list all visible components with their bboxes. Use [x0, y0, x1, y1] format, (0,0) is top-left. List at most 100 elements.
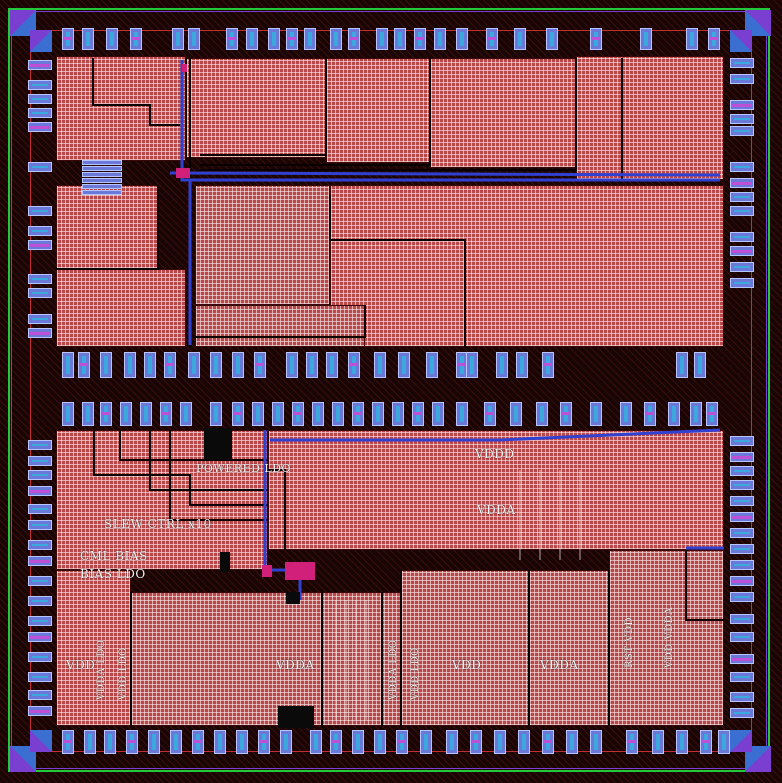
bond-pad: [254, 352, 266, 378]
bond-pad: [192, 730, 204, 754]
bond-pad: [28, 162, 52, 172]
bond-pad: [304, 28, 316, 50]
bond-pad: [62, 730, 74, 754]
label-vert-5: RST VDD: [624, 617, 635, 668]
bond-pad: [486, 28, 498, 50]
bond-pad: [730, 560, 754, 570]
bond-pad: [730, 278, 754, 288]
bond-pad: [28, 226, 52, 236]
bond-pad: [518, 730, 530, 754]
bond-pad: [730, 632, 754, 642]
bond-pad: [236, 730, 248, 754]
bond-pad: [226, 28, 238, 50]
bond-pad: [652, 730, 664, 754]
bond-pad: [28, 328, 52, 338]
bond-pad: [420, 730, 432, 754]
bond-pad: [172, 28, 184, 50]
label-vert-6: VDD VDDA: [664, 607, 675, 668]
bond-pad: [28, 520, 52, 530]
bond-pad: [730, 126, 754, 136]
bond-pad: [280, 730, 292, 754]
bond-pad: [28, 206, 52, 216]
bond-pad: [730, 672, 754, 682]
bond-pad: [170, 730, 182, 754]
bond-pad: [210, 352, 222, 378]
bond-pad: [100, 402, 112, 426]
bond-pad: [130, 28, 142, 50]
bond-pad: [28, 456, 52, 466]
bond-pad: [398, 352, 410, 378]
bond-pad: [514, 28, 526, 50]
bond-pad: [232, 352, 244, 378]
core-block-center: [195, 185, 330, 305]
bond-pad: [246, 28, 258, 50]
bond-pad: [708, 28, 720, 50]
label-vert-1: VDDA LDO: [96, 639, 107, 700]
bond-pad: [668, 402, 680, 426]
bond-pad: [82, 402, 94, 426]
bond-pad: [730, 708, 754, 718]
corner-marker-icon: [30, 30, 52, 52]
bond-pad: [252, 402, 264, 426]
pad-ring-boundary: [30, 30, 752, 752]
core-block-large: [330, 185, 724, 347]
bond-pad: [706, 402, 718, 426]
bond-pad: [690, 402, 702, 426]
bond-pad: [456, 28, 468, 50]
bond-pad: [210, 402, 222, 426]
bond-pad: [28, 486, 52, 496]
bond-pad: [144, 352, 156, 378]
bond-pad: [396, 730, 408, 754]
bond-pad: [330, 730, 342, 754]
bond-pad: [120, 402, 132, 426]
bond-pad: [590, 730, 602, 754]
bond-pad: [510, 402, 522, 426]
bond-pad: [730, 246, 754, 256]
bond-pad: [148, 730, 160, 754]
label-vert-2: VDD LDO: [118, 647, 129, 700]
bond-pad: [730, 178, 754, 188]
bond-pad: [62, 402, 74, 426]
bond-pad: [546, 28, 558, 50]
bond-pad: [82, 28, 94, 50]
bond-pad: [394, 28, 406, 50]
bond-pad: [310, 730, 322, 754]
label-vdda-bottom-right: VDDA: [540, 658, 579, 672]
bond-pad: [28, 616, 52, 626]
bond-pad: [676, 730, 688, 754]
bond-pad: [124, 352, 136, 378]
bond-pad: [232, 402, 244, 426]
label-vert-4: VDD LDO: [410, 647, 421, 700]
bond-pad: [372, 402, 384, 426]
bond-pad: [82, 166, 122, 171]
bond-pad: [82, 184, 122, 189]
corner-marker-icon: [30, 730, 52, 752]
bond-pad: [82, 160, 122, 165]
bond-pad: [28, 122, 52, 132]
bond-pad: [164, 352, 176, 378]
bond-pad: [730, 692, 754, 702]
bond-pad: [536, 402, 548, 426]
bond-pad: [28, 80, 52, 90]
bond-pad: [446, 730, 458, 754]
chip-boundary: [8, 8, 770, 772]
bond-pad: [188, 28, 200, 50]
bond-pad: [590, 402, 602, 426]
bond-pad: [28, 690, 52, 700]
bond-pad: [28, 632, 52, 642]
bond-pad: [730, 114, 754, 124]
label-powered-ldo: POWERED LDO: [196, 462, 292, 475]
bond-pad: [694, 352, 706, 378]
bond-pad: [730, 496, 754, 506]
bond-pad: [82, 190, 122, 195]
label-vdda-bottom: VDDA: [276, 658, 315, 672]
bond-pad: [516, 352, 528, 378]
bond-pad: [28, 274, 52, 284]
bond-pad: [28, 576, 52, 586]
bond-pad: [730, 512, 754, 522]
bond-pad: [374, 352, 386, 378]
bond-pad: [352, 730, 364, 754]
core-block-top-a: [186, 58, 326, 158]
bond-pad: [28, 240, 52, 250]
